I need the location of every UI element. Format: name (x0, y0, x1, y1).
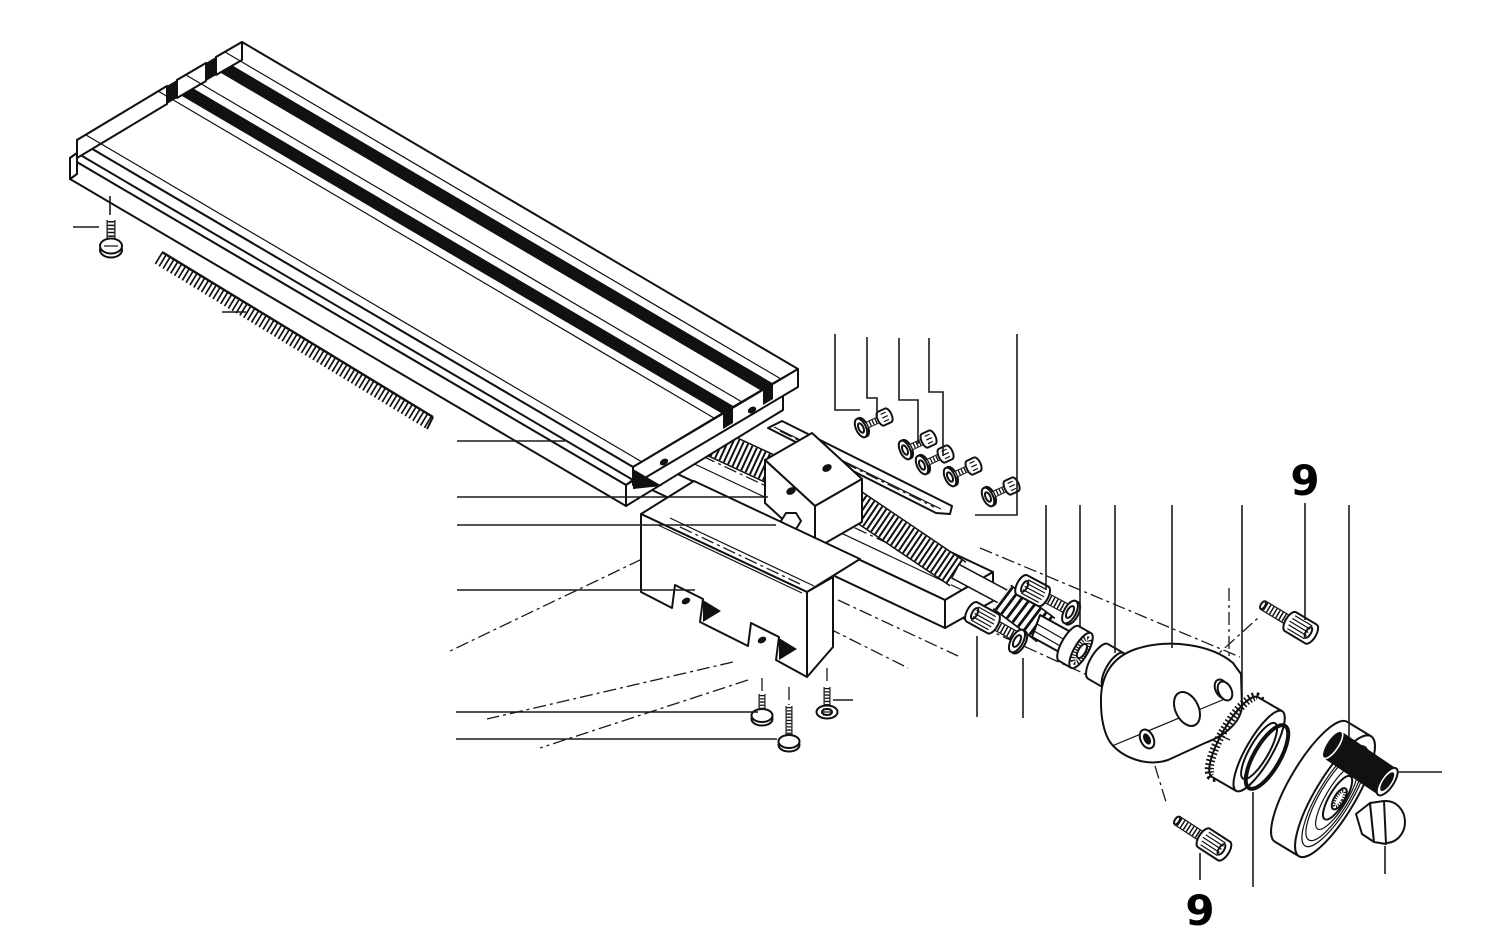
mounting-screw-3 (815, 687, 839, 720)
gib-screws (852, 405, 1022, 508)
base-mounting-screws (750, 687, 839, 753)
dome-cap-nut (1355, 800, 1406, 845)
socket-screw-9-bottom (1169, 810, 1234, 863)
table-fixing-screw (99, 220, 123, 259)
mounting-screw-2 (777, 706, 801, 753)
base-block (640, 480, 861, 678)
callout-label-top: 9 (1290, 456, 1319, 505)
ball-bearing (1056, 624, 1094, 670)
socket-screw-9-top (1255, 595, 1321, 646)
gib-screw-5 (979, 474, 1022, 508)
bearing-bracket (1099, 642, 1243, 764)
mounting-screw-1 (750, 694, 774, 727)
scale-ruler (154, 250, 434, 430)
handwheel-grip (1321, 730, 1399, 797)
o-ring (1243, 723, 1291, 791)
callout-label-bottom: 9 (1185, 886, 1214, 931)
leader-lines (73, 196, 1442, 887)
t-slot-table (69, 41, 799, 507)
